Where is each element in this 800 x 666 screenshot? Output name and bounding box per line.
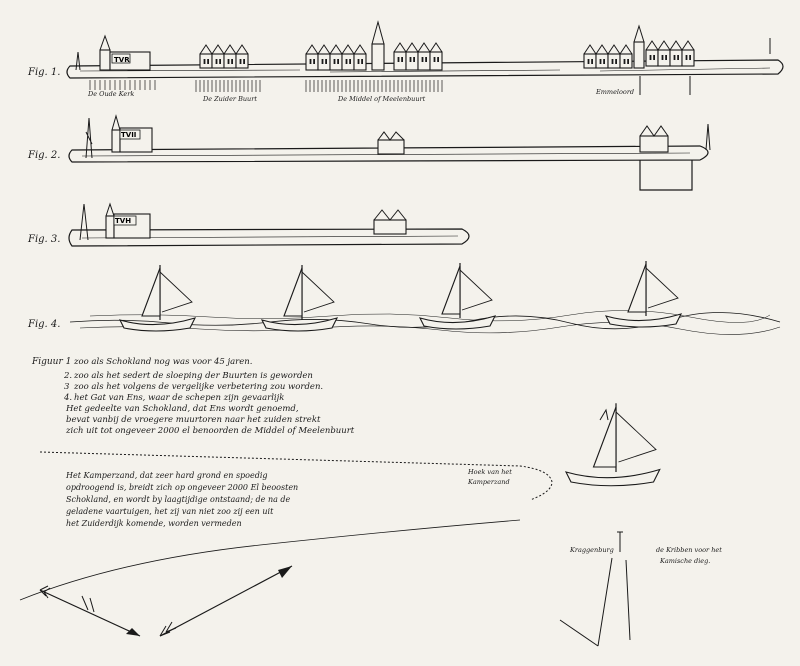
note-line-1: Het Kamperzand, dat zeer hard grond en s… [65, 471, 268, 480]
fig3-sign: TVH [115, 217, 131, 225]
fig4-label: Fig. 4. [27, 319, 60, 330]
hook-label: Hoek van het [467, 468, 512, 476]
note-line-4: geladene vaartuigen, het zij van niet zo… [66, 507, 274, 516]
note-line-5: het Zuiderdijk komende, worden vermeden [66, 519, 242, 528]
kraggenburg-marker [617, 531, 623, 552]
fig1-label: Fig. 1. [27, 67, 60, 78]
legend-line-6: bevat vanbij de vroegere muurtoren naar … [66, 415, 321, 425]
kribben-label-2: Kamische dieg. [659, 557, 710, 565]
legend-num-4: 4. [63, 393, 72, 403]
note-line-3: Schokland, en wordt by laagtijdige ontst… [66, 495, 291, 504]
legend-heading: Figuur 1 [31, 357, 71, 367]
fig1-piles [89, 80, 443, 92]
fig1-caption-middel: De Middel of Meelenbuurt [337, 95, 426, 103]
arrow-right [159, 565, 293, 637]
kamperzand-map [19, 451, 631, 647]
fig1-caption-oude-kerk: De Oude Kerk [87, 90, 134, 98]
legend-line-1: zoo als Schokland nog was voor 45 jaren. [73, 357, 252, 367]
legend: Figuur 1 zoo als Schokland nog was voor … [31, 357, 355, 436]
fig2-sign: TVII [121, 131, 136, 139]
fig3-label: Fig. 3. [27, 234, 60, 245]
legend-num-3: 3 [64, 382, 69, 392]
legend-line-5: Het gedeelte van Schokland, dat Ens word… [65, 404, 299, 414]
fig2-harbour [639, 160, 693, 191]
kamperzand-note: Het Kamperzand, dat zeer hard grond en s… [65, 471, 298, 528]
kribben-label: de Kribben voor het [656, 546, 722, 554]
arrow-left [39, 585, 141, 637]
legend-num-2: 2. [63, 371, 72, 381]
fig1-island: TVR [66, 20, 784, 79]
fig1-caption-emmeloord: Emmeloord [595, 88, 634, 96]
hook-label-2: Kamperzand [467, 478, 510, 486]
legend-line-2: zoo als het sedert de sloeping der Buurt… [73, 371, 313, 381]
legend-line-3: zoo als het volgens de vergelijke verbet… [73, 382, 323, 392]
fig3-island: TVH [68, 202, 470, 247]
fig4-boats [118, 261, 683, 332]
note-line-2: opdroogend is, breidt zich op ongeveer 2… [66, 483, 298, 492]
fig1-caption-zuider-buurt: De Zuider Buurt [202, 95, 257, 103]
legend-line-7: zich uit tot ongeveer 2000 el benoorden … [65, 426, 355, 436]
fig2-label: Fig. 2. [27, 150, 60, 161]
fig1-sign: TVR [114, 56, 130, 64]
large-boat [564, 403, 661, 487]
fig1-harbour [639, 76, 691, 95]
kraggenburg-label: Kraggenburg [569, 546, 614, 554]
legend-line-4: het Gat van Ens, waar de schepen zijn ge… [74, 393, 284, 403]
fig2-island: TVII [68, 114, 711, 163]
